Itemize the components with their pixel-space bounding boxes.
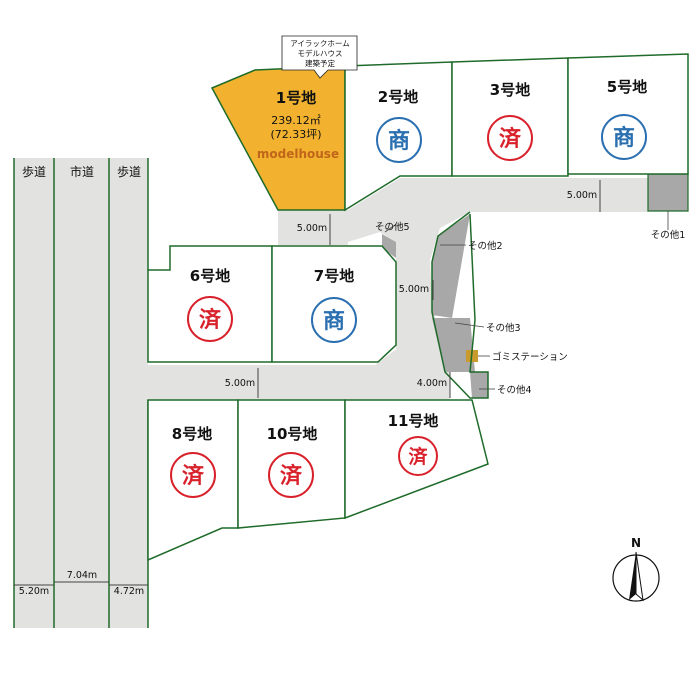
- road-width-top-left: 5.00m: [297, 223, 327, 234]
- callout-lines: [384, 211, 669, 390]
- road-surface: [14, 158, 148, 628]
- lot-7-badge: 商: [311, 297, 357, 343]
- compass-label: N: [631, 536, 641, 550]
- lot-5-badge: 商: [601, 114, 647, 160]
- svg-text:商: 商: [613, 125, 635, 151]
- other-3-label: その他3: [486, 322, 521, 334]
- lot-1-area: 239.12㎡: [271, 114, 321, 127]
- road-width-middle: 5.00m: [399, 284, 429, 295]
- svg-text:商: 商: [388, 128, 410, 154]
- width-sidewalk-right: 4.72m: [114, 586, 144, 597]
- road-width-lower-right: 4.00m: [417, 378, 447, 389]
- callout-line-2: モデルハウス: [298, 48, 343, 58]
- other-area-1: [647, 173, 689, 212]
- other-areas: [382, 173, 689, 399]
- svg-text:済: 済: [499, 126, 522, 152]
- lot-6-name: 6号地: [190, 267, 230, 285]
- lot-1-name: 1号地: [276, 89, 316, 107]
- other-5-label: その他5: [375, 221, 410, 233]
- width-city-road: 7.04m: [67, 570, 97, 581]
- other-4-label: その他4: [497, 384, 532, 396]
- dimension-ticks: [14, 180, 601, 586]
- svg-text:商: 商: [323, 308, 345, 334]
- other-area-2: [432, 214, 470, 318]
- north-compass-icon: N: [612, 536, 660, 602]
- lot-5[interactable]: [567, 53, 689, 175]
- garbage-station-label: ゴミステーション: [492, 351, 568, 363]
- other-area-5: [382, 234, 396, 258]
- main-road-strip: [13, 158, 149, 628]
- other-1-label: その他1: [651, 229, 686, 241]
- lot-10-badge: 済: [268, 452, 314, 498]
- road-width-top-right: 5.00m: [567, 190, 597, 201]
- lot-11-name: 11号地: [388, 412, 439, 430]
- modelhouse-callout: [281, 35, 358, 79]
- lot-11-badge: 済: [398, 436, 438, 476]
- lot-1-note: modelhouse: [257, 147, 339, 161]
- road-width-lower: 5.00m: [225, 378, 255, 389]
- width-sidewalk-left: 5.20m: [19, 586, 49, 597]
- lot-3-name: 3号地: [490, 81, 530, 99]
- lot-3-badge: 済: [487, 115, 533, 161]
- svg-text:済: 済: [408, 445, 428, 468]
- callout-line-3: 建築予定: [305, 58, 335, 68]
- other-2-label: その他2: [468, 240, 503, 252]
- lot-1-tsubo: (72.33坪): [270, 128, 321, 141]
- lot-8-name: 8号地: [172, 425, 212, 443]
- svg-text:済: 済: [280, 463, 303, 489]
- lot-8-badge: 済: [170, 452, 216, 498]
- lot-10-name: 10号地: [267, 425, 318, 443]
- svg-text:済: 済: [182, 463, 205, 489]
- svg-text:済: 済: [199, 307, 222, 333]
- lot-6-badge: 済: [187, 296, 233, 342]
- lot-2-badge: 商: [376, 117, 422, 163]
- other-area-4: [470, 372, 488, 398]
- lot-5-name: 5号地: [607, 78, 647, 96]
- callout-line-1: アイラックホーム: [290, 39, 349, 48]
- lot-7-name: 7号地: [314, 267, 354, 285]
- city-road-label: 市道: [70, 164, 94, 179]
- sidewalk-left-label: 歩道: [22, 164, 46, 179]
- lot-2-name: 2号地: [378, 88, 418, 106]
- sidewalk-right-label: 歩道: [117, 164, 141, 179]
